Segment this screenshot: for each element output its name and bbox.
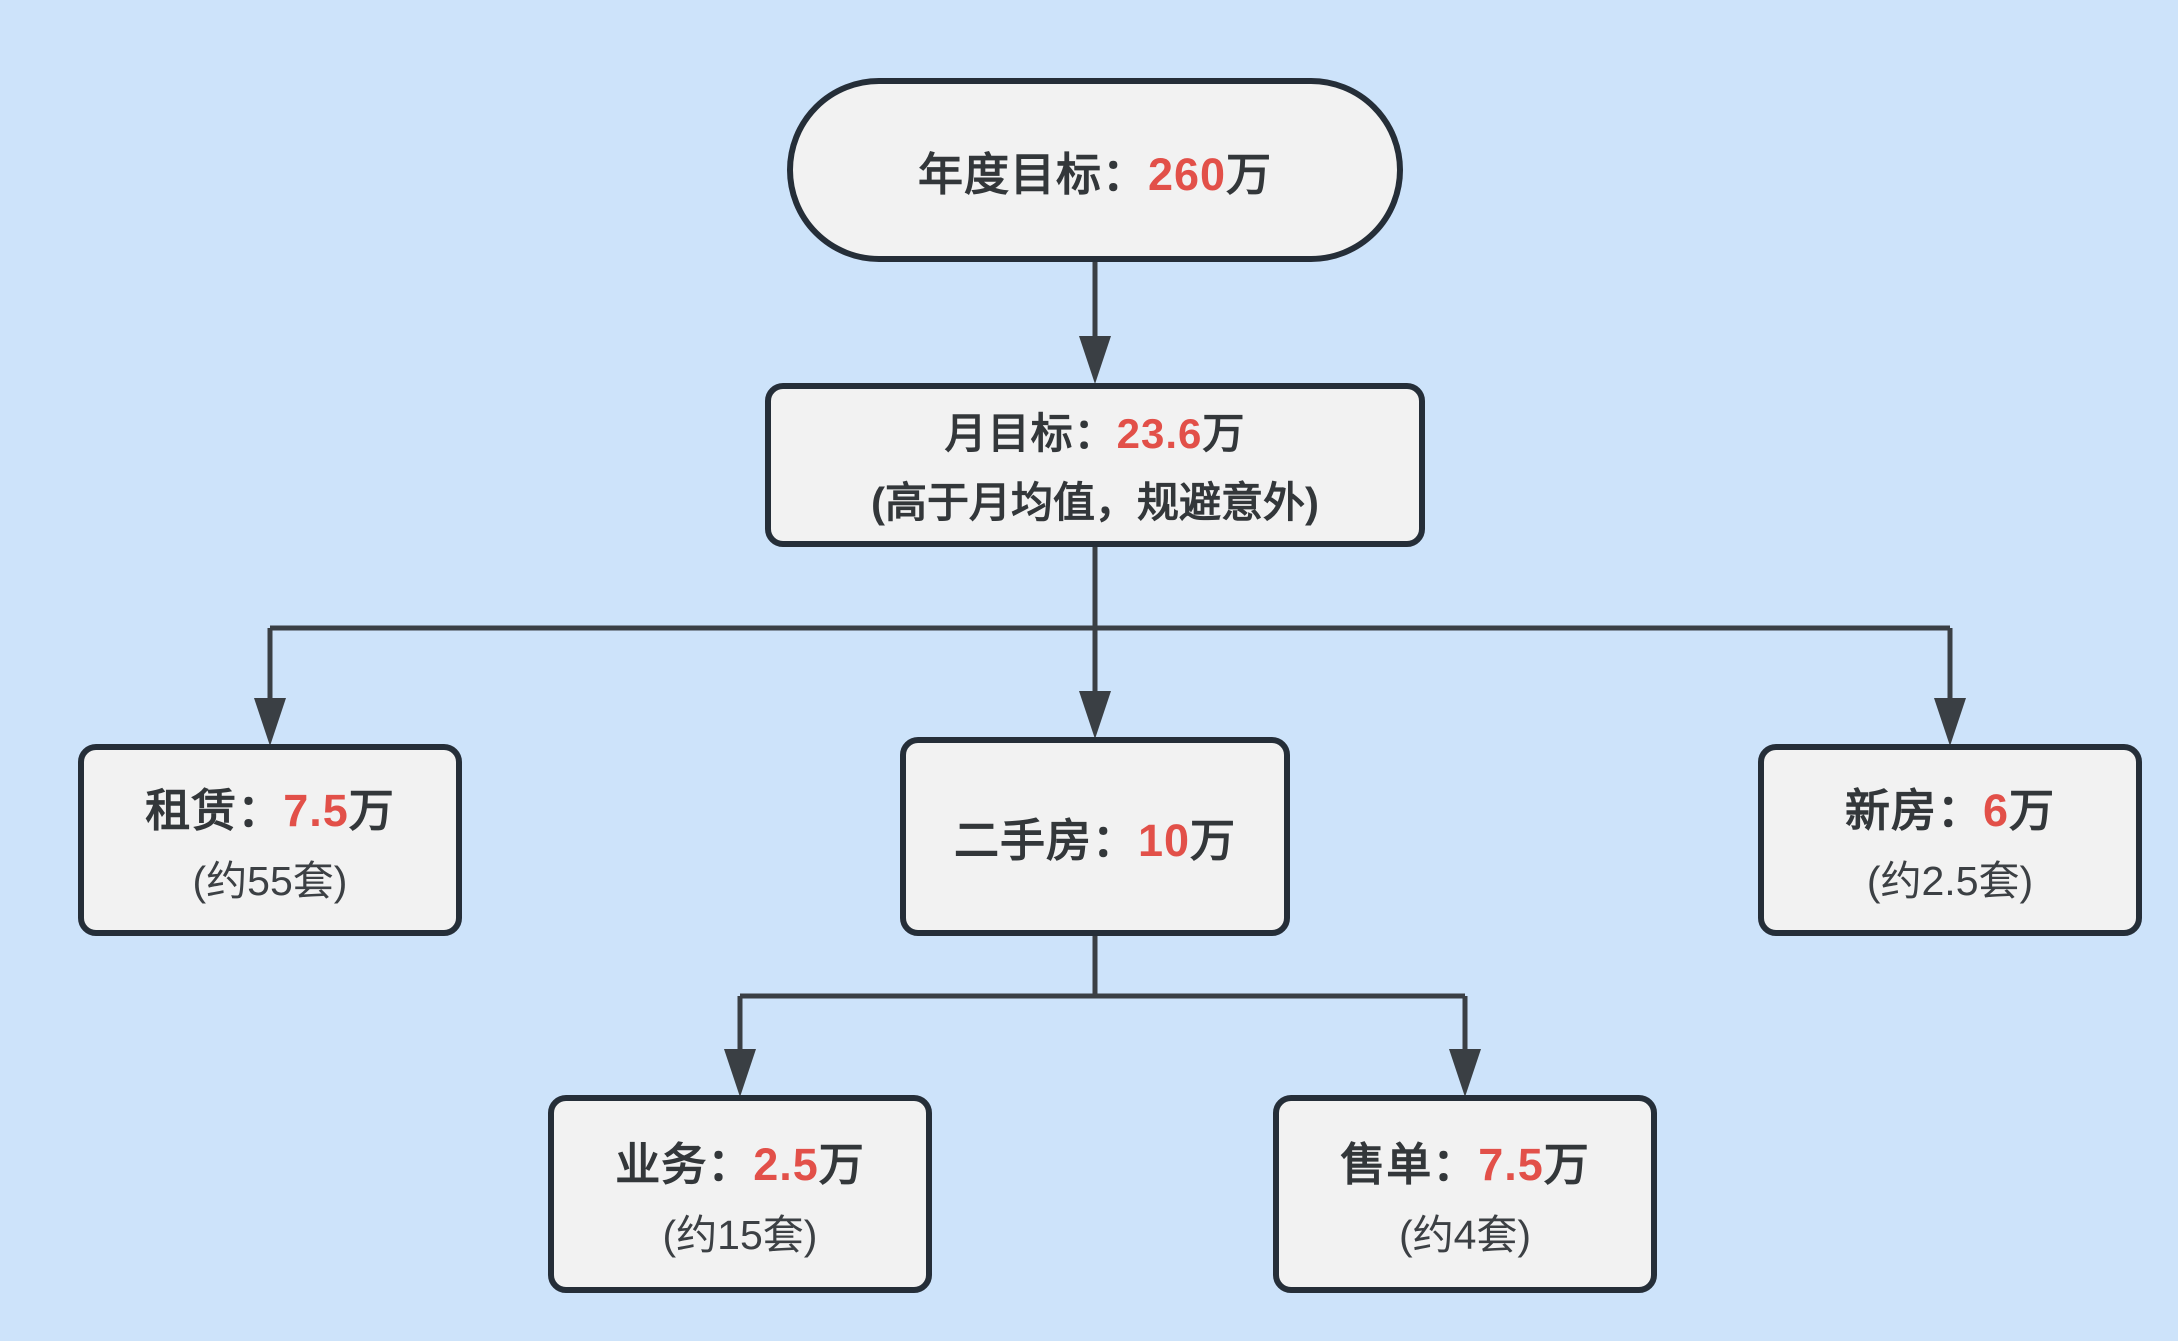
label-prefix: 售单： (1340, 1138, 1479, 1190)
label-suffix: 万 (1543, 1138, 1590, 1190)
label-suffix: 万 (1190, 815, 1237, 866)
label-suffix: 万 (1226, 148, 1273, 200)
rental-label: 租赁：7.5万 (145, 774, 395, 839)
newhouse-note: (约2.5套) (1866, 857, 2034, 904)
label-value: 10 (1137, 815, 1191, 866)
node-rental: 租赁：7.5万 (约55套) (78, 744, 462, 936)
label-suffix: 万 (1202, 410, 1246, 457)
arrow-down-icon (1079, 336, 1111, 384)
label-suffix: 万 (348, 784, 395, 836)
node-secondhand-house: 二手房：10万 (900, 737, 1290, 936)
label-prefix: 租赁： (145, 784, 284, 836)
annual-goal-label: 年度目标：260万 (918, 138, 1272, 203)
label-value: 7.5 (1478, 1138, 1544, 1190)
label-value: 23.6 (1116, 410, 1203, 457)
arrow-down-icon (254, 698, 286, 746)
newhouse-label: 新房：6万 (1845, 774, 2055, 839)
arrow-down-icon (1449, 1049, 1481, 1097)
node-new-house: 新房：6万 (约2.5套) (1758, 744, 2142, 936)
business-note: (约15套) (662, 1211, 818, 1258)
monthly-goal-note: (高于月均值，规避意外) (871, 479, 1319, 526)
node-monthly-goal: 月目标：23.6万 (高于月均值，规避意外) (765, 383, 1425, 547)
sale-note: (约4套) (1398, 1211, 1532, 1258)
label-prefix: 新房： (1844, 784, 1983, 836)
label-value: 6 (1982, 784, 2010, 836)
rental-note: (约55套) (192, 857, 348, 904)
node-business: 业务：2.5万 (约15套) (548, 1095, 932, 1293)
label-value: 260 (1147, 148, 1227, 200)
monthly-goal-label: 月目标：23.6万 (945, 400, 1246, 461)
label-suffix: 万 (2009, 784, 2056, 836)
label-suffix: 万 (818, 1138, 865, 1190)
sale-label: 售单：7.5万 (1340, 1128, 1590, 1193)
label-value: 7.5 (283, 784, 349, 836)
label-prefix: 年度目标： (917, 148, 1148, 200)
label-prefix: 月目标： (944, 410, 1117, 457)
label-prefix: 业务： (615, 1138, 754, 1190)
business-label: 业务：2.5万 (615, 1128, 865, 1193)
arrow-down-icon (724, 1049, 756, 1097)
secondhand-label: 二手房：10万 (954, 804, 1236, 869)
node-annual-goal: 年度目标：260万 (787, 78, 1403, 262)
node-sale-order: 售单：7.5万 (约4套) (1273, 1095, 1657, 1293)
arrow-down-icon (1079, 691, 1111, 739)
label-prefix: 二手房： (953, 815, 1138, 866)
label-value: 2.5 (753, 1138, 819, 1190)
arrow-down-icon (1934, 698, 1966, 746)
